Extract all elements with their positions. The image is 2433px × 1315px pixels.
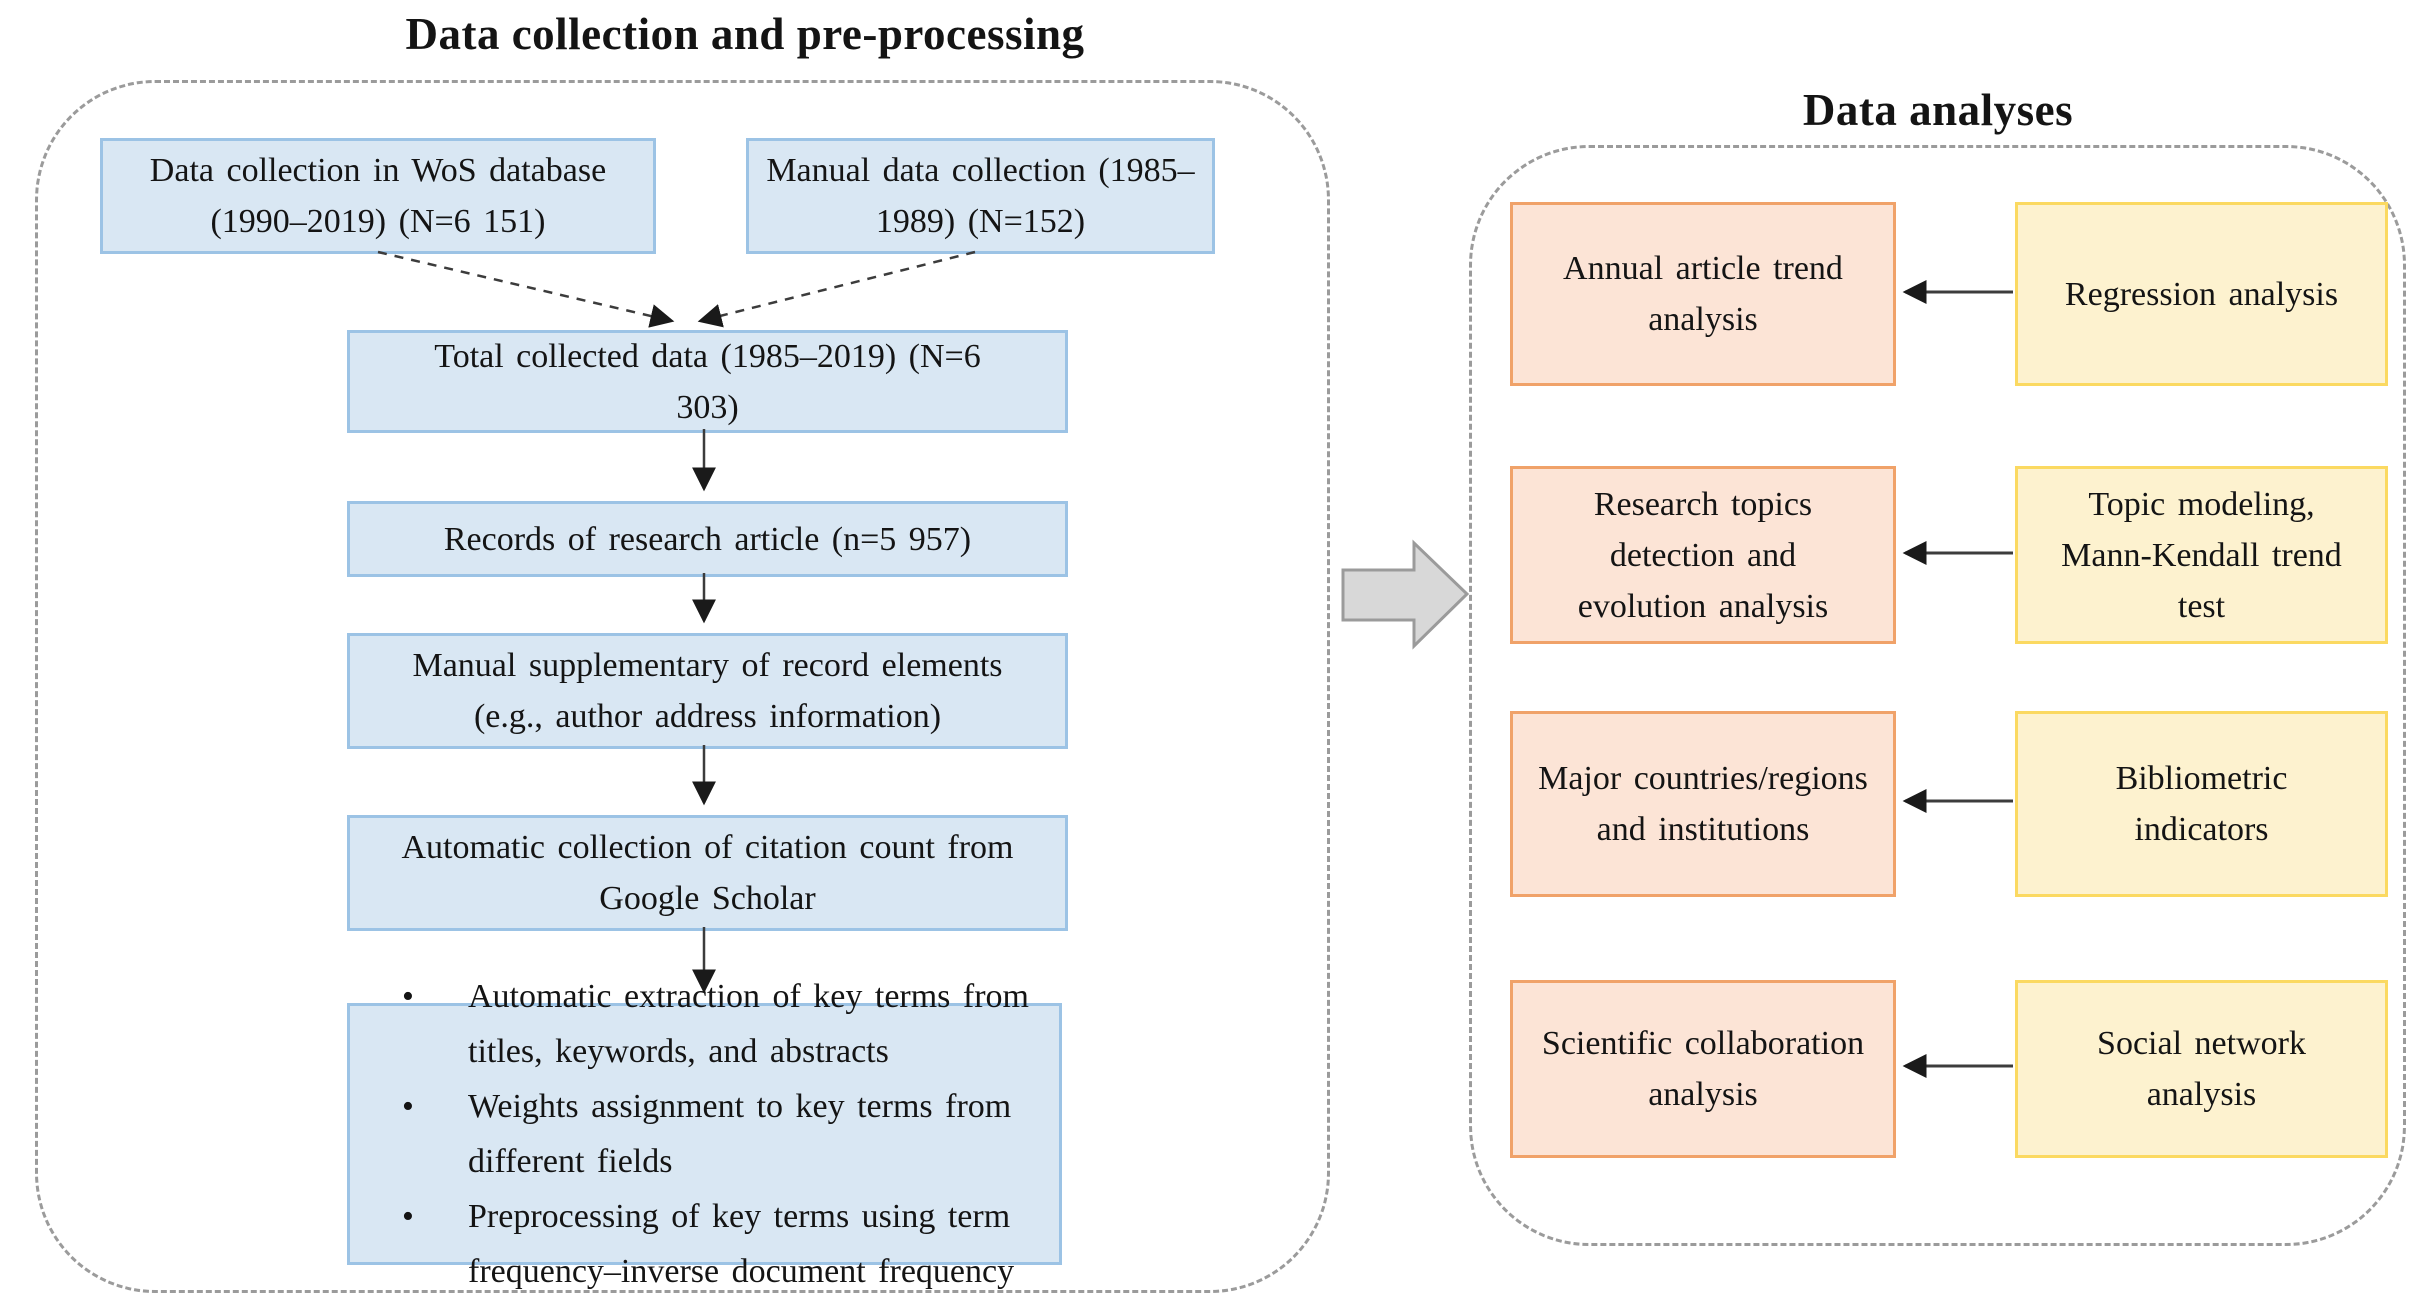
- right-panel-title: Data analyses: [1802, 85, 2074, 135]
- box-major-countries-label: Major countries/regions and institutions: [1538, 760, 1868, 848]
- box-research-topics: Research topics detection and evolution …: [1510, 466, 1896, 644]
- bullet-text: Preprocessing of key terms using term fr…: [468, 1198, 1015, 1291]
- left-panel-dashed-border: [35, 80, 1330, 1293]
- right-panel-dashed-border: [1469, 145, 2406, 1246]
- left-panel-title: Data collection and pre-processing: [405, 9, 1085, 59]
- box-bibliometric-indicators: Bibliometric indicators: [2015, 711, 2388, 897]
- box-manual-collection-label: Manual data collection (1985–1989) (N=15…: [766, 152, 1195, 240]
- box-supplement: Manual supplementary of record elements …: [347, 633, 1068, 749]
- box-scientific-collaboration: Scientific collaboration analysis: [1510, 980, 1896, 1158]
- bullet-glyph: •: [402, 977, 414, 1015]
- box-key-terms: • Automatic extraction of key terms from…: [347, 978, 1062, 1290]
- box-annual-trend-analysis: Annual article trend analysis: [1510, 202, 1896, 386]
- box-citation-label: Automatic collection of citation count f…: [401, 829, 1014, 917]
- box-manual-collection: Manual data collection (1985–1989) (N=15…: [746, 138, 1215, 254]
- box-records-label: Records of research article (n=5 957): [443, 520, 972, 558]
- box-citation: Automatic collection of citation count f…: [347, 815, 1068, 931]
- block-arrow-left-to-right: [1341, 539, 1470, 650]
- bullet-item: • Automatic extraction of key terms from…: [390, 969, 1029, 1079]
- box-regression-analysis: Regression analysis: [2015, 202, 2388, 386]
- box-regression-analysis-label: Regression analysis: [2064, 275, 2339, 313]
- box-scientific-collaboration-label: Scientific collaboration analysis: [1541, 1025, 1865, 1113]
- bullet-text: Automatic extraction of key terms from t…: [468, 977, 1029, 1070]
- box-wos-collection-label: Data collection in WoS database (1990–20…: [149, 152, 607, 240]
- bullet-text: Weights assignment to key terms from dif…: [468, 1087, 1012, 1180]
- box-total-data-label: Total collected data (1985–2019) (N=6 30…: [434, 337, 981, 426]
- box-bibliometric-indicators-label: Bibliometric indicators: [2115, 760, 2288, 848]
- box-topic-modeling-label: Topic modeling, Mann-Kendall trend test: [2061, 485, 2342, 625]
- bullet-glyph: •: [402, 1198, 414, 1236]
- box-annual-trend-analysis-label: Annual article trend analysis: [1563, 250, 1843, 338]
- box-wos-collection: Data collection in WoS database (1990–20…: [100, 138, 656, 254]
- box-total-data: Total collected data (1985–2019) (N=6 30…: [347, 330, 1068, 433]
- box-supplement-label: Manual supplementary of record elements …: [412, 647, 1003, 735]
- box-records: Records of research article (n=5 957): [347, 501, 1068, 577]
- box-research-topics-label: Research topics detection and evolution …: [1577, 485, 1829, 625]
- bullet-item: • Weights assignment to key terms from d…: [390, 1079, 1029, 1189]
- box-major-countries: Major countries/regions and institutions: [1510, 711, 1896, 897]
- box-topic-modeling: Topic modeling, Mann-Kendall trend test: [2015, 466, 2388, 644]
- bullet-glyph: •: [402, 1087, 414, 1125]
- bullet-item: • Preprocessing of key terms using term …: [390, 1189, 1029, 1299]
- box-social-network: Social network analysis: [2015, 980, 2388, 1158]
- box-social-network-label: Social network analysis: [2097, 1025, 2306, 1113]
